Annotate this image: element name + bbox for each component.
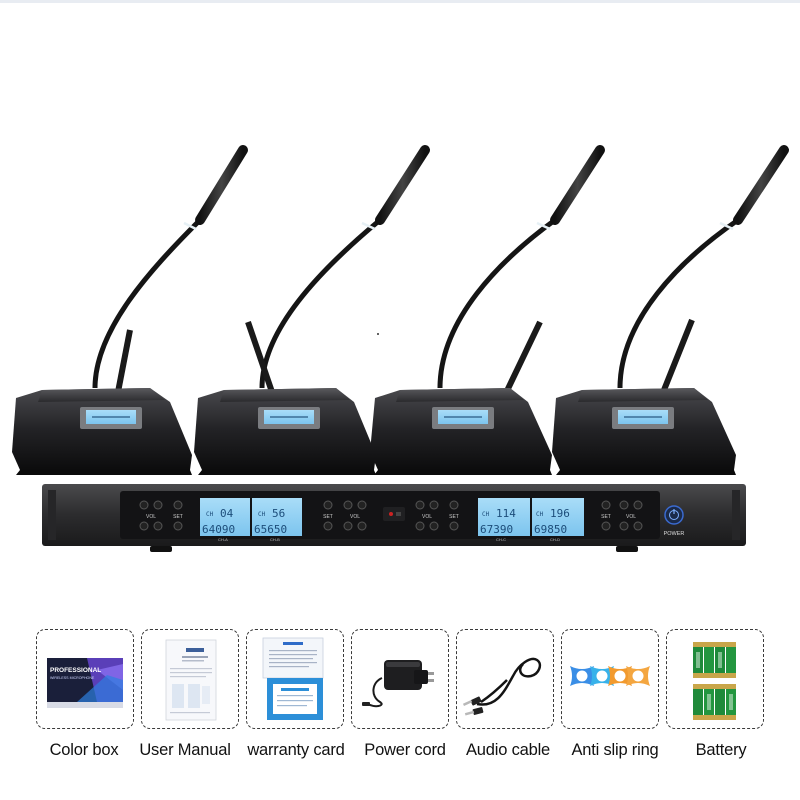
power-label: POWER [664,531,685,537]
accessory-battery [666,629,764,729]
conference-mic-4 [552,145,789,475]
audio-cable-icon [462,657,542,716]
svg-text:04: 04 [220,507,234,520]
ir-sensor [383,507,405,521]
svg-text:56: 56 [272,507,285,520]
svg-text:CH-A: CH-A [218,537,228,542]
conference-mic-3 [370,145,605,475]
lcd-channel-c: CH 114 67390 CH-C [478,498,530,542]
svg-text:CH: CH [258,511,266,518]
warranty-card-icon [262,637,324,720]
label-battery: Battery [695,741,747,759]
label-audio-cable: Audio cable [465,741,551,759]
svg-text:CH: CH [536,511,544,518]
svg-text:VOL: VOL [626,514,636,520]
accessory-power-cord [351,629,449,729]
label-user-manual: User Manual [139,741,231,759]
conference-mic-1 [12,145,248,475]
label-power-cord: Power cord [364,741,446,759]
left-control-buttons: VOL SET [139,500,183,531]
user-manual-icon [165,639,217,721]
svg-text:114: 114 [496,507,516,520]
svg-text:CH-D: CH-D [550,537,560,542]
color-box-icon: PROFESSIONAL WIRELESS MICROPHONE [47,658,123,708]
accessory-user-manual [141,629,239,729]
svg-text:SET: SET [323,514,333,520]
power-adapter-icon [362,660,434,708]
accessories-row: PROFESSIONAL WIRELESS MICROPHONE [36,629,768,729]
mid-left-buttons: SET VOL [323,500,367,531]
svg-text:69850: 69850 [534,523,567,536]
svg-text:64090: 64090 [202,523,235,536]
accessory-warranty-card [246,629,344,729]
lcd-channel-a: CH 04 64090 CH-A [200,498,250,542]
svg-text:196: 196 [550,507,570,520]
label-color-box: Color box [49,741,119,759]
conference-mic-2 [194,145,430,475]
accessory-anti-slip-ring [561,629,659,729]
accessory-audio-cable [456,629,554,729]
box-text-line2: WIRELESS MICROPHONE [50,676,95,680]
lcd-channel-b: CH 56 65650 CH-B [252,498,302,542]
top-border [0,0,800,3]
receiver-unit: VOL SET CH 04 64090 CH-A CH 56 65650 CH-… [42,484,746,552]
vol-label-left: VOL [146,514,156,520]
battery-icon [693,642,736,720]
set-label-left: SET [173,514,183,520]
anti-slip-ring-icon [570,666,650,686]
svg-text:SET: SET [601,514,611,520]
svg-text:SET: SET [449,514,459,520]
power-button: POWER [664,505,685,537]
box-text-line1: PROFESSIONAL [50,667,101,674]
right-control-buttons: SET VOL [601,500,643,531]
product-photo: VOL SET CH 04 64090 CH-A CH 56 65650 CH-… [12,145,789,552]
svg-text:VOL: VOL [422,514,432,520]
svg-text:67390: 67390 [480,523,513,536]
svg-text:65650: 65650 [254,523,287,536]
svg-text:CH: CH [206,511,214,518]
label-anti-slip-ring: Anti slip ring [571,741,659,759]
svg-text:CH: CH [482,511,490,518]
svg-text:CH-C: CH-C [496,537,506,542]
svg-text:VOL: VOL [350,514,360,520]
label-warranty-card: warranty card [247,741,345,759]
svg-text:CH-B: CH-B [270,537,280,542]
accessory-color-box: PROFESSIONAL WIRELESS MICROPHONE [36,629,134,729]
mid-right-buttons: VOL SET [415,500,459,531]
lcd-channel-d: CH 196 69850 CH-D [532,498,584,542]
